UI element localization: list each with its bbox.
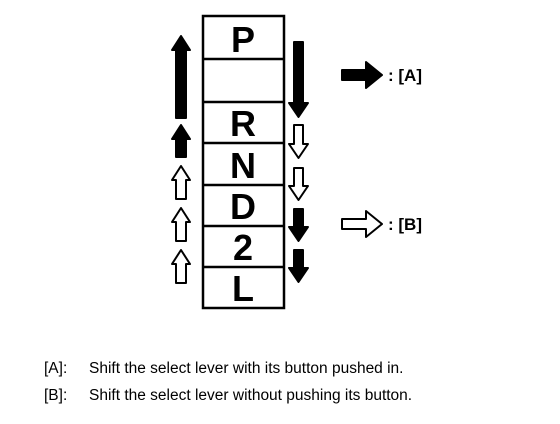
long-up-arrow-filled-icon [171,35,191,119]
gear-label-p: P [231,19,255,60]
up-arrow-hollow-icon [171,207,191,242]
note-a: [A]: Shift the select lever with its but… [44,355,544,382]
down-arrow-filled-icon [288,249,309,283]
down-arrow-hollow-icon [288,167,309,201]
gear-label-r: R [230,103,256,144]
note-text: Shift the select lever without pushing i… [89,387,413,404]
legend-label-b: : [B] [388,215,422,234]
down-arrow-filled-icon [288,208,309,242]
legend-notes: [A]: Shift the select lever with its but… [44,355,544,409]
shift-pattern-diagram: P R N D 2 L : [A] : [B] [171,14,422,310]
right-arrows [288,41,309,283]
legend-label-a: : [A] [388,66,422,85]
note-key: [B]: [44,387,68,404]
note-text: Shift the select lever with its button p… [89,360,404,377]
gear-label-l: L [232,268,254,309]
legend-hollow-arrow-icon [341,210,383,238]
gear-label-n: N [230,145,256,186]
long-down-arrow-filled-icon [288,41,309,118]
gear-label-d: D [230,186,256,227]
gear-label-2: 2 [233,227,253,268]
note-b: [B]: Shift the select lever without push… [44,382,544,409]
up-arrow-filled-icon [171,124,191,158]
note-key: [A]: [44,360,68,377]
legend-filled-arrow-icon [341,61,383,89]
up-arrow-hollow-icon [171,165,191,200]
up-arrow-hollow-icon [171,249,191,284]
left-arrows [171,35,191,284]
down-arrow-hollow-icon [288,124,309,159]
shift-gate [201,14,286,310]
